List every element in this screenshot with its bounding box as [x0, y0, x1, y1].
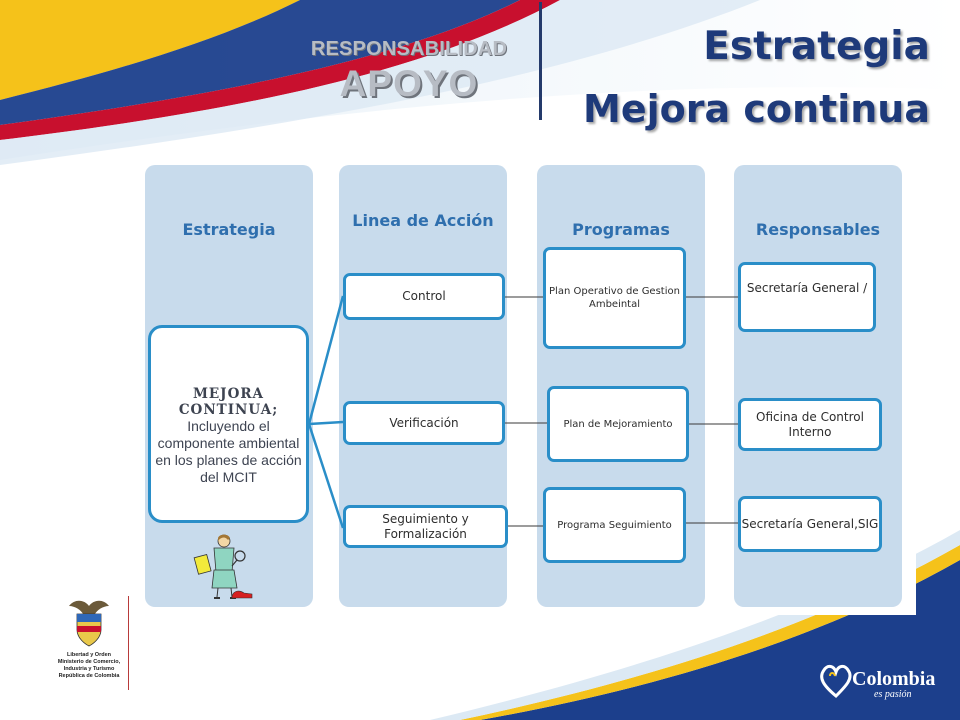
- red-shoe-icon: [231, 590, 253, 599]
- action-box-followup: Seguimiento y Formalización: [343, 505, 508, 548]
- strategy-strong-text: MEJORA CONTINUA;: [178, 386, 279, 418]
- header-divider: [539, 2, 542, 120]
- footer-divider: [128, 596, 129, 690]
- colombia-wordmark: Colombia: [852, 668, 936, 690]
- coat-of-arms-icon: [69, 600, 109, 647]
- ministry-line: Industria y Turismo: [63, 666, 115, 672]
- program-box-followup-program: Programa Seguimiento: [543, 487, 686, 563]
- slide-title: Estrategia: [703, 24, 930, 69]
- responsibility-label: RESPONSABILIDAD: [310, 38, 508, 60]
- colombia-tagline: es pasión: [874, 689, 912, 700]
- responsible-box-internal-control: Oficina de Control Interno: [738, 398, 882, 451]
- strategy-box: MEJORA CONTINUA; Incluyendo el component…: [148, 325, 309, 523]
- strategy-description: Incluyendo el componente ambiental en lo…: [155, 418, 302, 485]
- column-heading: Responsables: [755, 220, 881, 239]
- program-box-improvement-plan: Plan de Mejoramiento: [547, 386, 689, 462]
- column-heading: Programas: [572, 220, 670, 239]
- column-heading: Estrategia: [182, 220, 276, 239]
- program-box-environmental-plan: Plan Operativo de Gestion Ambeintal: [543, 247, 686, 349]
- column-heading: Linea de Acción: [352, 211, 494, 230]
- slide-subtitle: Mejora continua: [583, 87, 930, 131]
- responsible-box-secretary-sig: Secretaría General,SIG: [738, 496, 882, 552]
- action-box-verification: Verificación: [343, 401, 505, 445]
- woman-clipart-icon: [193, 534, 246, 599]
- ministry-line: Ministerio de Comercio,: [57, 659, 121, 665]
- responsible-box-secretary: Secretaría General /: [738, 262, 876, 332]
- support-label: APOYO: [339, 63, 479, 104]
- ministry-line: República de Colombia: [58, 673, 120, 679]
- action-box-control: Control: [343, 273, 505, 320]
- colombia-brand-logo: [820, 664, 852, 699]
- ministry-logo: Libertad y Orden Ministerio de Comercio,…: [48, 596, 130, 680]
- motto-text: Libertad y Orden: [66, 652, 111, 658]
